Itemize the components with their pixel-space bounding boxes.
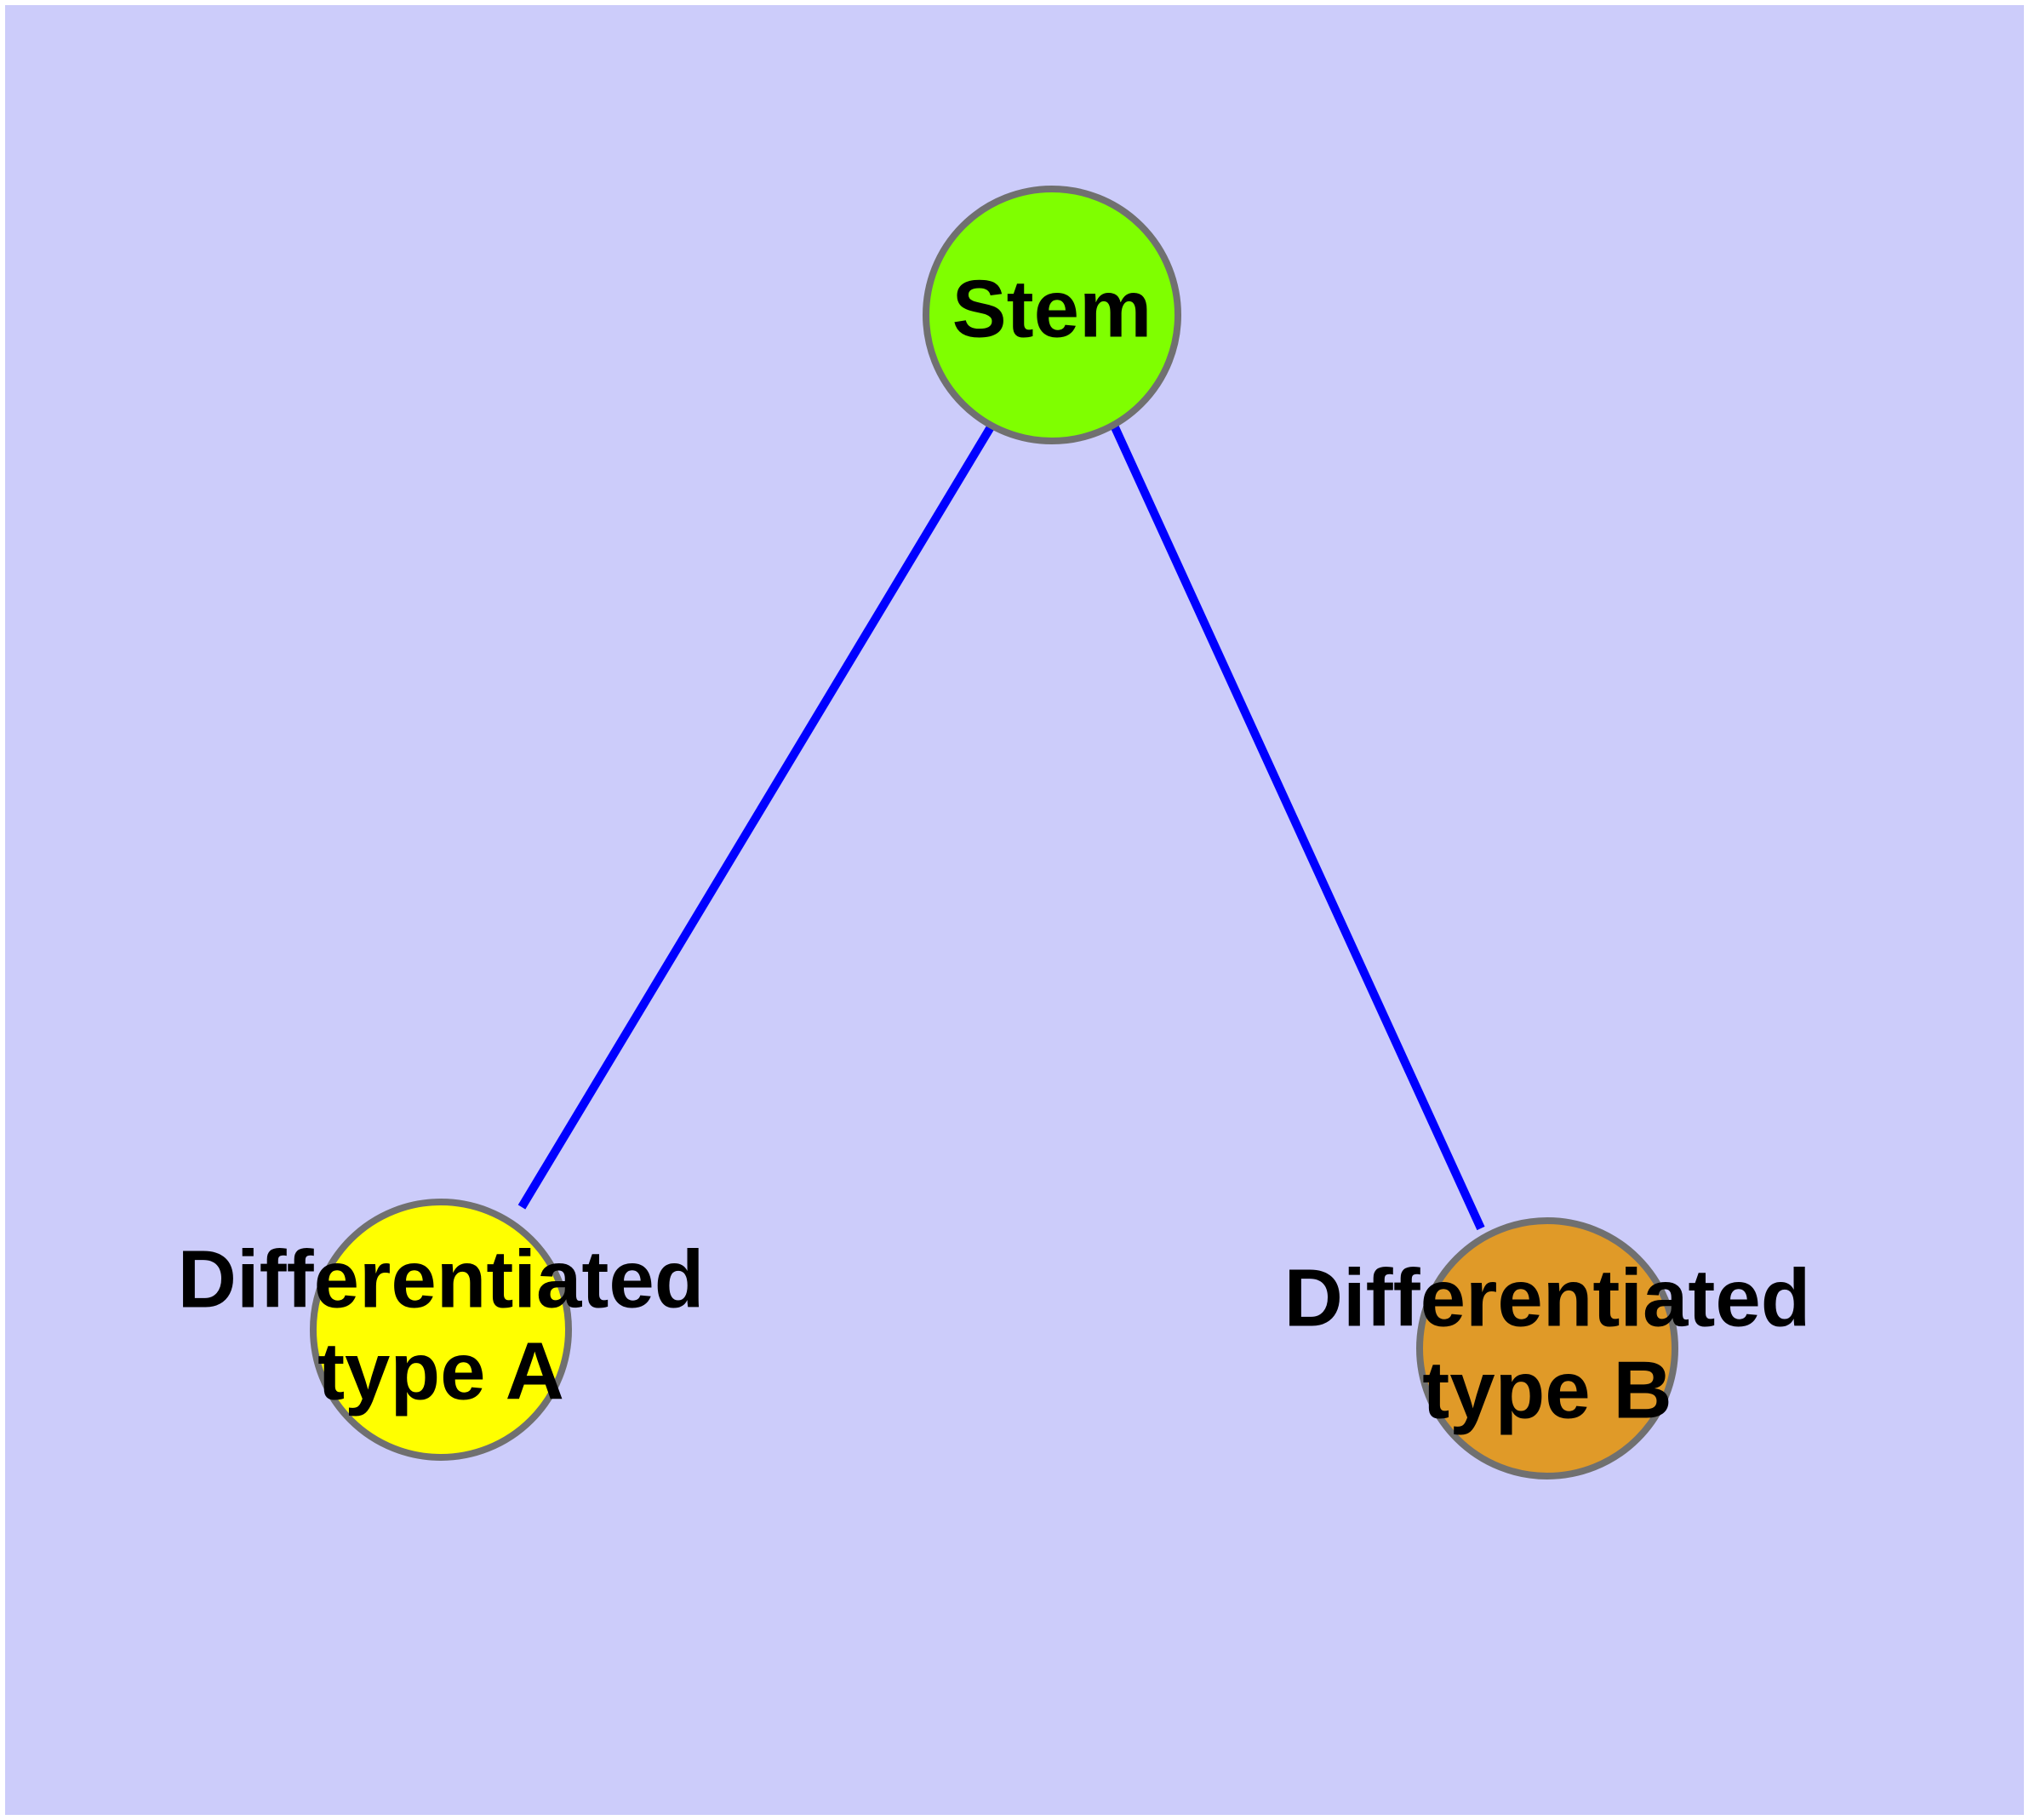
node-label-stem: Stem <box>952 263 1152 354</box>
node-stem[interactable] <box>923 186 1181 444</box>
node-label-differentiated-type-b-line1: Differentiated <box>1284 1252 1811 1343</box>
edge-stem-to-differentiated-type-b[interactable] <box>1111 425 1485 1231</box>
node-differentiated-type-a[interactable] <box>310 1199 572 1461</box>
node-label-differentiated-type-a-line1: Differentiated <box>178 1233 705 1325</box>
labels-layer: Stem Differentiated type A Differentiate… <box>178 263 1811 1435</box>
edge-stem-to-differentiated-type-a[interactable] <box>517 423 996 1210</box>
node-label-differentiated-type-a-line2: type A <box>317 1325 564 1417</box>
edges-layer <box>517 423 1485 1231</box>
nodes-layer <box>310 186 1678 1479</box>
node-differentiated-type-b[interactable] <box>1416 1217 1678 1479</box>
node-label-differentiated-type-b-line2: type B <box>1422 1344 1672 1435</box>
